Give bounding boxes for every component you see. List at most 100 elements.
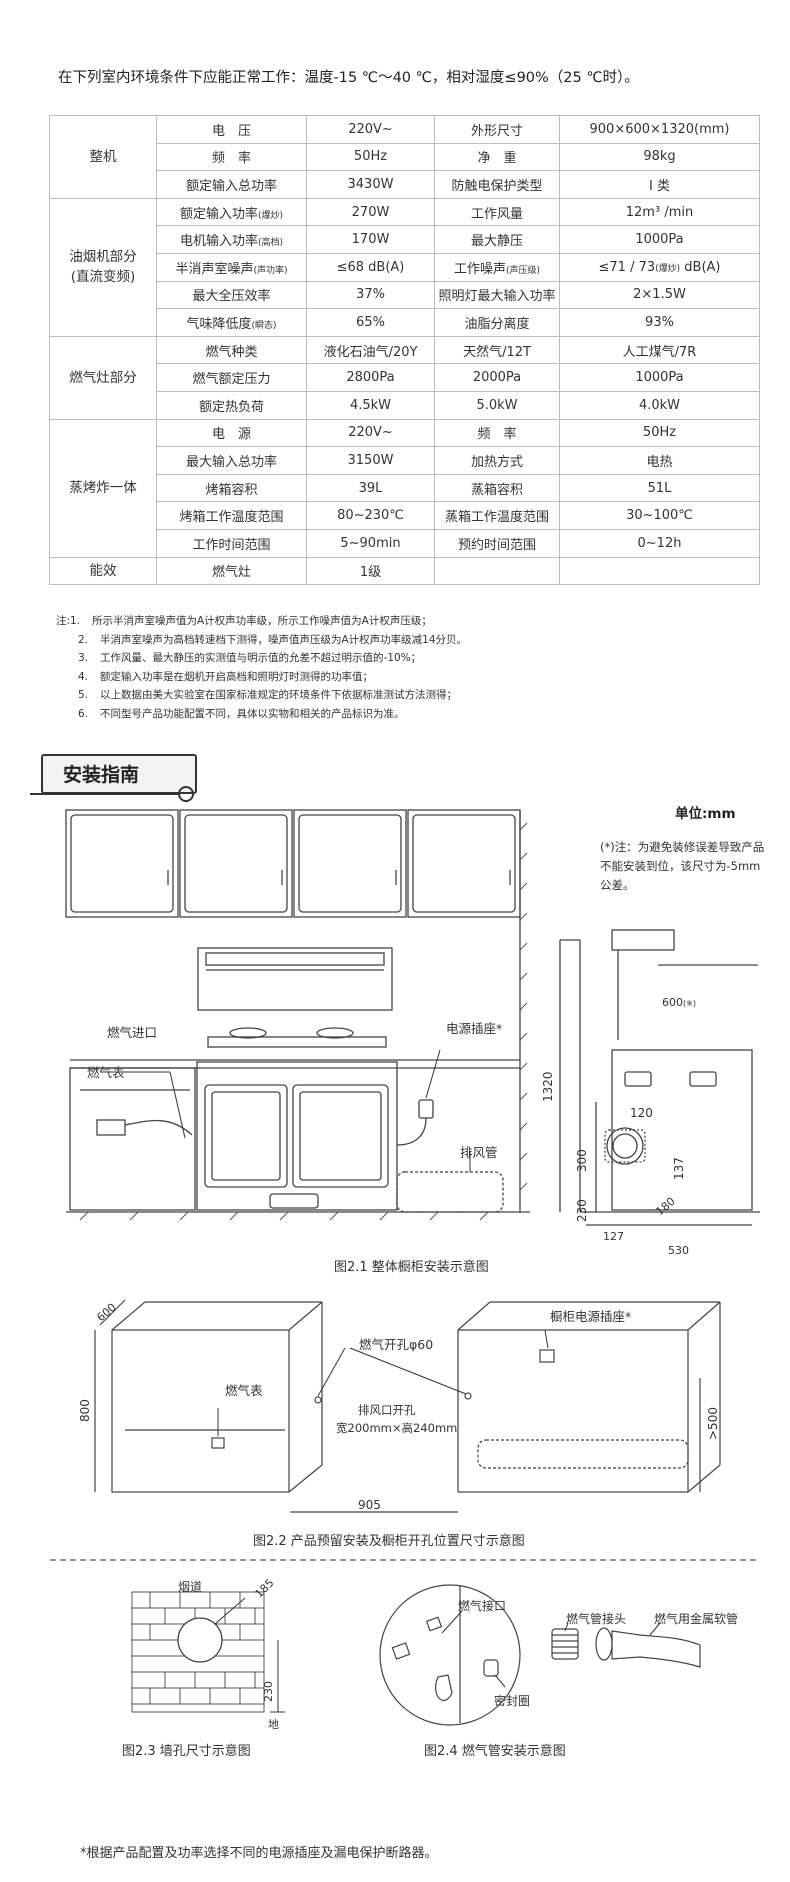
note-text: 所示半消声室噪声值为A计权声功率级，所示工作噪声值为A计权声压级； [92, 615, 432, 627]
fig4-caption: 图2.4 燃气管安装示意图 [424, 1744, 566, 1759]
spec-cell-text: 50Hz [353, 149, 388, 165]
spec-cell: 电机输入功率(高档) [156, 225, 307, 254]
spec-cell: 额定输入总功率 [156, 170, 307, 199]
spec-cell-text: 170W [351, 232, 390, 248]
spec-cell-text: 80~230℃ [337, 508, 404, 524]
fig2-dim-500: >500 [706, 1407, 720, 1440]
spec-cell: 油脂分离度 [434, 308, 560, 337]
spec-cell-text: 50Hz [642, 425, 677, 441]
spec-cell: 最大静压 [434, 225, 560, 254]
spec-row: 整机 电 压 220V~ 外形尺寸 900×600×1320(mm) [49, 115, 760, 199]
spec-cell-text: 预约时间范围 [457, 537, 536, 553]
spec-cell: 0~12h [559, 528, 760, 558]
spec-cell-text: 外形尺寸 [470, 123, 523, 139]
spec-cell: 98kg [559, 142, 760, 172]
fig3-flue-label: 烟道 [178, 1580, 203, 1594]
spec-cell: 电 源 [156, 418, 307, 448]
spec-cell: 2800Pa [306, 363, 435, 392]
note-index: 4. [78, 670, 89, 683]
spec-cell: 4.5kW [306, 390, 435, 420]
spec-cell: 频 率 [156, 142, 307, 172]
spec-cell-text: 防触电保护类型 [451, 178, 543, 194]
spec-cell-text: 30~100℃ [626, 508, 693, 524]
spec-cell-text: 蒸箱容积 [470, 482, 523, 498]
spec-cell-unit: dB(A) [680, 259, 721, 275]
spec-cell-text: 3430W [347, 176, 394, 192]
spec-cell: 5~90min [306, 528, 435, 558]
note-text: 以上数据由美大实验室在国家标准规定的环境条件下依据标准测试方法测得； [100, 689, 457, 701]
spec-cell-text: 220V~ [348, 121, 393, 137]
spec-cell: 900×600×1320(mm) [559, 115, 760, 144]
spec-cell: 外形尺寸 [434, 115, 560, 144]
spec-cell-text: 2×1.5W [633, 287, 686, 303]
spec-cell: 工作风量 [434, 197, 560, 227]
spec-cell: 工作时间范围 [156, 528, 307, 558]
fig1-gas-meter-label: 燃气表 [87, 1065, 125, 1080]
spec-cell: 防触电保护类型 [434, 170, 560, 199]
spec-cell: 3150W [306, 446, 435, 475]
fig4-joint-label: 燃气管接头 [566, 1612, 627, 1626]
spec-cell [434, 556, 560, 586]
spec-cell: 蒸箱容积 [434, 473, 560, 503]
spec-group-name: 蒸烤炸一体 [49, 418, 157, 558]
spec-cell: ≤68 dB(A) [306, 252, 435, 282]
spec-cell-text: 5.0kW [476, 397, 518, 413]
spec-cell: 2000Pa [434, 363, 560, 392]
spec-cell: ≤71 / 73(爆炒) dB(A) [559, 252, 760, 282]
spec-cell: 4.0kW [559, 390, 760, 420]
spec-cell: 频 率 [434, 418, 560, 448]
spec-cell-text: ≤68 dB(A) [336, 259, 405, 275]
spec-cell-note: (爆炒) [257, 210, 284, 221]
notes: 注:1.所示半消声室噪声值为A计权声功率级，所示工作噪声值为A计权声压级；2.半… [56, 612, 467, 723]
note-index: 5. [78, 689, 89, 701]
spec-cell-text: 2800Pa [346, 370, 395, 386]
section-title: 安装指南 [63, 764, 140, 786]
fig1-dim-600-star: (※) [683, 999, 696, 1008]
spec-group-label: 蒸烤炸一体 [69, 480, 137, 497]
spec-cell: 人工煤气/7R [559, 335, 760, 365]
spec-cell: 气味降低度(瞬态) [156, 308, 307, 337]
spec-cell-text: 1000Pa [635, 232, 684, 248]
spec-cell: 电 压 [156, 115, 307, 144]
fig1-exhaust-label: 排风管 [460, 1145, 498, 1160]
spec-cell-text: 燃气灶 [211, 565, 251, 581]
spec-cell-text: 51L [647, 480, 672, 496]
spec-group-name: 能效 [49, 556, 157, 586]
spec-cell-text: 最大静压 [470, 234, 523, 250]
section-title-box: 安装指南 [41, 754, 197, 794]
spec-cell: 半消声室噪声(声功率) [156, 252, 307, 282]
note-index: 2. [78, 633, 89, 646]
spec-cell: 5.0kW [434, 390, 560, 420]
spec-cell-note: (声压级) [505, 265, 541, 276]
note-index: 3. [78, 652, 89, 664]
spec-cell-text: 加热方式 [470, 454, 523, 470]
spec-cell-text: 天然气/12T [463, 344, 531, 360]
spec-cell-text: 电 压 [211, 123, 251, 139]
fig1-dim-127: 127 [603, 1230, 624, 1243]
spec-group-label: 燃气灶部分 [69, 369, 137, 386]
spec-group-label: 整机 [89, 148, 117, 165]
spec-cell: 65% [306, 308, 435, 337]
spec-cell-text: 工作噪声 [453, 261, 506, 277]
fig1-gas-inlet-label: 燃气进口 [107, 1025, 158, 1040]
unit-note: (*)注：为避免装修误差导致产品不能安装到位，该尺寸为-5mm公差。 [600, 840, 765, 892]
spec-cell: 51L [559, 473, 760, 503]
spec-cell-text: 烤箱容积 [205, 482, 258, 498]
fig4-hose-label: 燃气用金属软管 [654, 1612, 739, 1626]
note-text: 不同型号产品功能配置不同，具体以实物和相关的产品标识为准。 [100, 707, 405, 720]
spec-cell-note: (瞬态) [251, 320, 277, 331]
spec-cell: 预约时间范围 [434, 528, 560, 558]
fig4-seal-label: 密封圈 [494, 1694, 531, 1708]
spec-cell: 液化石油气/20Y [306, 335, 435, 365]
figure-2-1 [65, 809, 760, 1226]
spec-group-label: 油烟机部分 [69, 249, 137, 266]
fig2-exhaust-hole-label: 排风口开孔 [358, 1403, 416, 1417]
spec-cell-text: 气味降低度 [186, 316, 252, 332]
spec-cell-text: 2000Pa [472, 370, 522, 386]
